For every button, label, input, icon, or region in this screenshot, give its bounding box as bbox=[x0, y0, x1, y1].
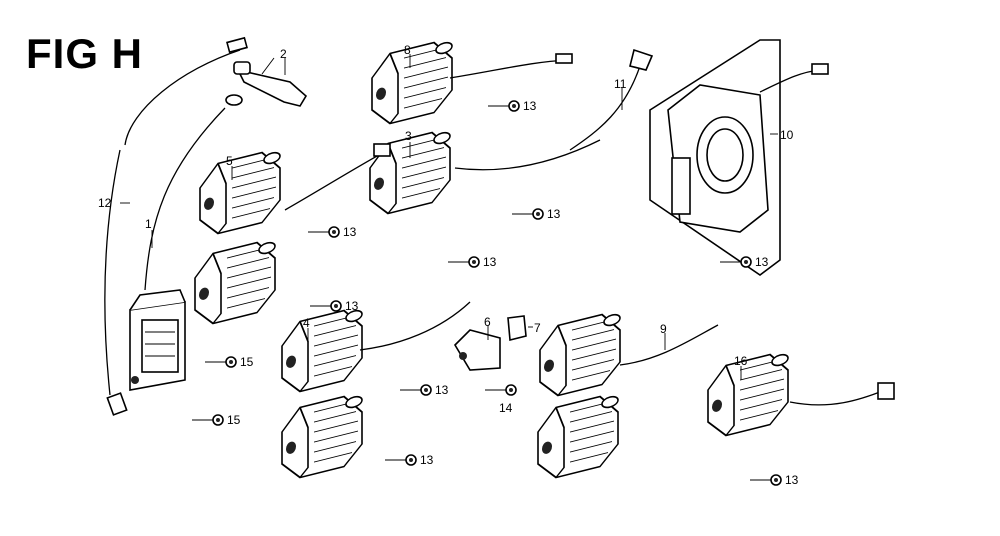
part-10-stator bbox=[649, 39, 829, 276]
part-5b-coil bbox=[194, 237, 276, 329]
part-8-connector bbox=[555, 53, 573, 64]
callout-2: 2 bbox=[280, 47, 287, 61]
bolt-13g bbox=[384, 454, 417, 466]
callout-13-e: 13 bbox=[345, 299, 359, 313]
part-2-plug-cap bbox=[233, 57, 308, 107]
part-1-wire bbox=[144, 94, 243, 291]
part-9-coil bbox=[539, 309, 621, 401]
bolt-14 bbox=[484, 384, 517, 396]
callout-7: 7 bbox=[534, 321, 541, 335]
figure-title: FIG H bbox=[26, 30, 143, 77]
callout-6: 6 bbox=[484, 315, 491, 329]
callout-8: 8 bbox=[404, 43, 411, 57]
part-6-bracket bbox=[453, 329, 501, 371]
part-12-wire bbox=[104, 36, 248, 416]
callout-16: 16 bbox=[734, 354, 748, 368]
bolt-13e bbox=[309, 300, 342, 312]
part-9b-coil bbox=[537, 391, 619, 483]
callout-13-d: 13 bbox=[343, 225, 357, 239]
callout-13-c: 13 bbox=[483, 255, 497, 269]
callout-4: 4 bbox=[303, 316, 310, 330]
bolt-13f bbox=[399, 384, 432, 396]
callout-15-a: 15 bbox=[240, 355, 254, 369]
part-5-connector bbox=[373, 143, 391, 157]
bolt-13b bbox=[511, 208, 544, 220]
callout-13-h: 13 bbox=[755, 255, 769, 269]
bolt-13d bbox=[307, 226, 340, 238]
callout-5: 5 bbox=[226, 154, 233, 168]
part-8-coil bbox=[371, 37, 453, 129]
callout-13-f: 13 bbox=[435, 383, 449, 397]
part-11-harness bbox=[569, 48, 654, 151]
callout-10: 10 bbox=[780, 128, 794, 142]
callout-13-a: 13 bbox=[523, 99, 537, 113]
bolt-13i bbox=[749, 474, 782, 486]
part-3-wire bbox=[454, 139, 601, 171]
part-8-wire bbox=[449, 59, 569, 79]
part-4b-coil bbox=[281, 391, 363, 483]
callout-12: 12 bbox=[98, 196, 112, 210]
callout-13-g: 13 bbox=[420, 453, 434, 467]
callout-9: 9 bbox=[660, 322, 667, 336]
callout-13-b: 13 bbox=[547, 207, 561, 221]
bolt-15a bbox=[204, 356, 237, 368]
part-5-coil bbox=[199, 147, 281, 239]
callout-15-b: 15 bbox=[227, 413, 241, 427]
bolt-15b bbox=[191, 414, 224, 426]
part-4-wire bbox=[359, 301, 471, 351]
callout-14: 14 bbox=[499, 401, 513, 415]
part-4-coil bbox=[281, 305, 363, 397]
callout-3: 3 bbox=[405, 129, 412, 143]
bolt-13c bbox=[447, 256, 480, 268]
callout-13-i: 13 bbox=[785, 473, 799, 487]
part-16-coil bbox=[707, 349, 789, 441]
bolt-13a bbox=[487, 100, 520, 112]
leader-lines bbox=[120, 54, 778, 380]
part-1-ignition-coil bbox=[129, 289, 186, 391]
part-16-connector bbox=[877, 382, 895, 400]
part-16-wire bbox=[789, 389, 886, 406]
callout-1: 1 bbox=[145, 217, 152, 231]
part-9-wire bbox=[619, 324, 719, 366]
part-7-clip bbox=[507, 315, 527, 342]
callout-11: 11 bbox=[614, 77, 627, 91]
